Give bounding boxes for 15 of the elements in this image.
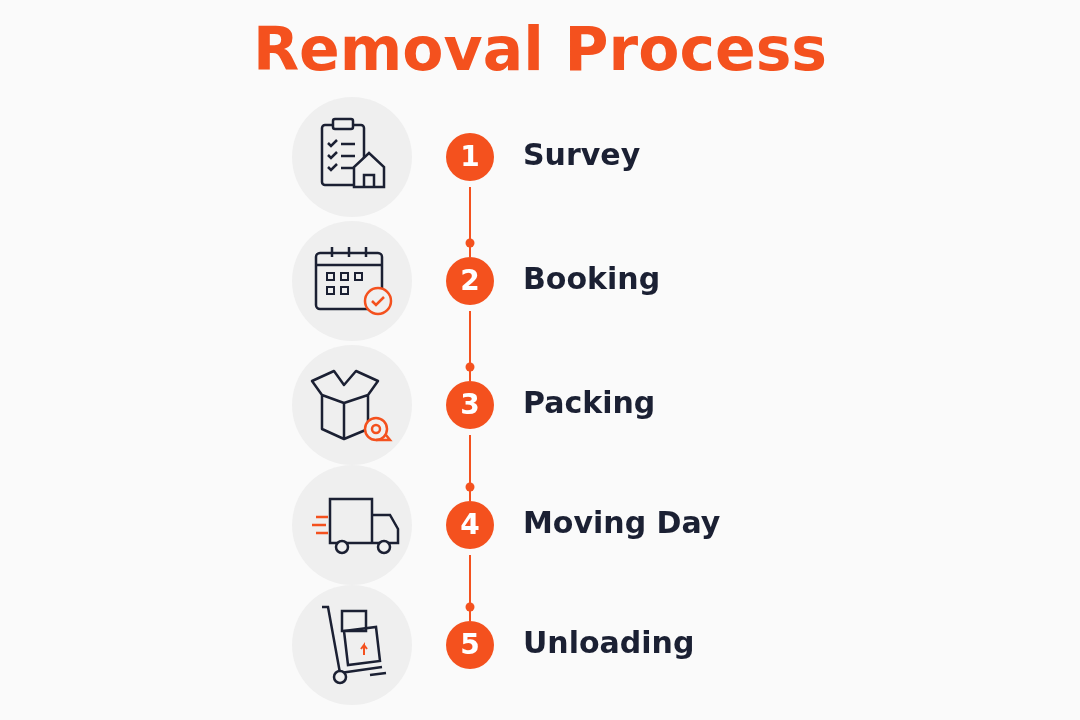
step-label: Survey — [523, 137, 641, 172]
title: Removal Process — [252, 14, 828, 84]
step-number-circle: 5 — [446, 621, 494, 669]
connector-line — [465, 554, 475, 622]
connector-line — [465, 186, 475, 258]
step-label: Moving Day — [523, 505, 721, 540]
connector-line — [465, 310, 475, 382]
step-number-circle: 1 — [446, 133, 494, 181]
step-label: Unloading — [523, 625, 695, 660]
step-number-circle: 3 — [446, 381, 494, 429]
step-number-circle: 4 — [446, 501, 494, 549]
step-label: Packing — [523, 385, 656, 420]
step-number-circle: 2 — [446, 257, 494, 305]
connector-line — [465, 434, 475, 502]
step-label: Booking — [523, 261, 661, 296]
